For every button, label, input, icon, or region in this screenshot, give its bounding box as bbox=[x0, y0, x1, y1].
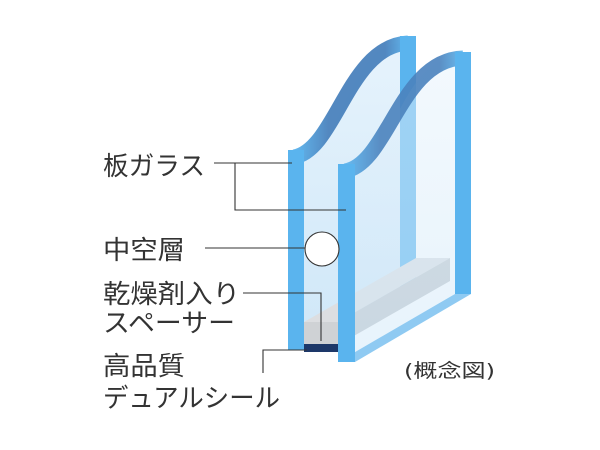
inner-glass-top-edge bbox=[291, 35, 410, 165]
leader-dual-seal bbox=[262, 349, 307, 373]
outer-glass-pane bbox=[338, 50, 471, 362]
label-spacer-line-1: 乾燥剤入り bbox=[103, 280, 240, 310]
leader-lines bbox=[205, 162, 346, 373]
label-spacer-line-2: スペーサー bbox=[103, 309, 235, 339]
inner-glass-front-edge bbox=[288, 150, 304, 350]
label-plate-glass: 板ガラス bbox=[103, 152, 205, 182]
outer-glass-back-edge bbox=[455, 52, 471, 294]
outer-glass-top-edge bbox=[342, 50, 464, 179]
diagram-caption: (概念図) bbox=[404, 359, 495, 382]
label-seal-line-2: デュアルシール bbox=[103, 384, 280, 414]
outer-glass-bottom-edge bbox=[338, 294, 471, 362]
outer-glass-front-edge bbox=[338, 164, 355, 362]
outer-glass-face bbox=[355, 58, 455, 362]
label-hollow-layer: 中空層 bbox=[103, 236, 185, 266]
leader-plate-glass bbox=[214, 162, 346, 211]
hollow-layer-marker bbox=[304, 231, 340, 267]
dual-seal bbox=[304, 344, 338, 352]
label-seal-line-1: 高品質 bbox=[103, 352, 185, 382]
labels: 板ガラス 中空層 乾燥剤入り スペーサー 高品質 デュアルシール (概念図) bbox=[103, 152, 495, 414]
leader-spacer bbox=[243, 292, 322, 341]
